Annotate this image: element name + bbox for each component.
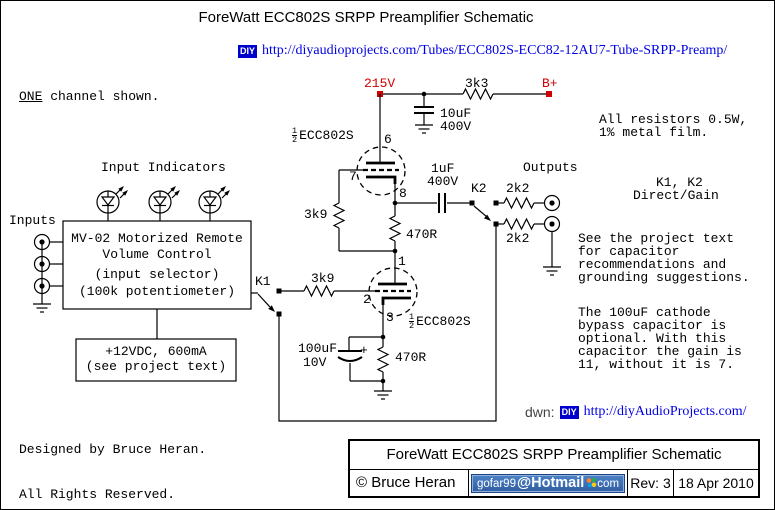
label-resistor-3k9-grid: 3k9 (311, 271, 335, 286)
label-switch-k2: K2 (471, 181, 487, 196)
label-cap-100uf-value: 100uF (298, 341, 338, 356)
label-note-gain-4: capacitor the gain is (578, 344, 742, 359)
label-resistor-2k2-lower: 2k2 (506, 231, 530, 246)
switch-k2-icon[interactable] (469, 200, 499, 227)
label-note-cap-4: grounding suggestions. (578, 270, 750, 285)
dwn-link-row: dwn: DIY http://diyAudioProjects.com/ (525, 404, 747, 420)
label-note-gain-1: The 100uF cathode (578, 305, 711, 320)
ground-icon (32, 303, 52, 313)
rca-output-jack-upper (543, 194, 561, 212)
label-note-resistors-2: 1% metal film. (599, 125, 709, 140)
label-note-gain-3: optional. With this (578, 331, 727, 346)
label-note-gain-5: 11, without it is 7. (578, 357, 735, 372)
direct-path-wire (278, 226, 497, 422)
label-cap-100uf-voltage: 10V (303, 355, 327, 370)
rca-output-jack-lower (543, 215, 561, 233)
grid-3k9-branch (281, 284, 375, 298)
project-url-link[interactable]: http://diyaudioprojects.com/Tubes/ECC802… (262, 43, 728, 58)
diy-badge-icon[interactable]: DIY (238, 44, 258, 58)
rail-node-bplus (546, 91, 552, 97)
output-network (498, 194, 562, 276)
ground-icon (414, 124, 434, 134)
page-title: ForeWatt ECC802S SRPP Preamplifier Schem… (198, 9, 534, 26)
copyright-cell: © Bruce Heran (356, 474, 456, 491)
resistor-3k9-grid-icon (303, 284, 335, 298)
label-pin-1: 1 (398, 254, 406, 269)
label-pin-7: 7 (349, 169, 357, 184)
label-note-cap-2: for capacitor (578, 244, 680, 259)
title-block-title: ForeWatt ECC802S SRPP Preamplifier Schem… (350, 441, 758, 470)
label-note-resistors-1: All resistors 0.5W, (599, 112, 748, 127)
label-pin-8: 8 (399, 186, 407, 201)
led-icon (148, 185, 181, 214)
resistor-3k9-srpp-icon (332, 202, 346, 229)
lower-cathode-branch (337, 305, 393, 400)
capacitor-10uf-icon (414, 94, 434, 134)
date-cell: 18 Apr 2010 (673, 470, 758, 497)
psu-box-text: +12VDC, 600mA (see project text) (85, 344, 227, 374)
label-note-k1k2-2: Direct/Gain (633, 188, 719, 203)
label-cap-10uf-voltage: 400V (440, 119, 472, 134)
label-note-cap-3: recommendations and (578, 257, 727, 272)
resistor-470r-upper-icon (388, 215, 402, 242)
resistor-2k2-lower-icon (503, 217, 535, 231)
label-note-gain-2: bypass capacitor is (578, 318, 727, 333)
label-resistor-470r-upper: 470R (406, 227, 438, 242)
label-voltage-215v: 215V (364, 76, 396, 91)
label-input-indicators: Input Indicators (101, 160, 226, 175)
label-resistor-470r-lower: 470R (395, 350, 427, 365)
volume-box-text: MV-02 Motorized Remote Volume Control (i… (71, 231, 243, 299)
one-channel-note: ONE channel shown. (19, 89, 160, 104)
ground-icon (373, 390, 393, 400)
resistor-470r-lower-icon (376, 346, 390, 373)
b-plus-rail (377, 87, 552, 163)
resistor-3k3-icon (462, 87, 494, 101)
hotmail-butterfly-icon (586, 478, 597, 488)
led-icon (96, 185, 129, 214)
resistor-2k2-upper-icon (503, 196, 535, 210)
diyaudioprojects-link[interactable]: http://diyAudioProjects.com/ (583, 404, 747, 419)
ground-icon (542, 266, 562, 276)
label-b-plus: B+ (542, 76, 558, 91)
label-cap-10uf-value: 10uF (440, 106, 472, 121)
credits: Designed by Bruce Heran. All Rights Rese… (19, 442, 207, 502)
tube-upper-icon (356, 146, 406, 196)
label-cap-100uf-plus: + (360, 343, 368, 358)
label-note-cap-1: See the project text (578, 231, 735, 246)
title-block: ForeWatt ECC802S SRPP Preamplifier Schem… (348, 439, 760, 498)
label-switch-k1: K1 (255, 274, 271, 289)
label-note-k1k2-1: K1, K2 (656, 175, 703, 190)
diy-badge-icon[interactable]: DIY (559, 405, 579, 419)
label-pin-3: 3 (386, 310, 394, 325)
input-jacks (32, 233, 63, 313)
revision-cell: Rev: 3 (627, 470, 673, 497)
switch-k1-icon[interactable] (251, 288, 282, 317)
label-pin-6: 6 (384, 132, 392, 147)
psu-box (75, 338, 237, 382)
led-icon (198, 185, 231, 214)
label-inputs: Inputs (9, 213, 56, 228)
tube-lower-icon (368, 267, 418, 317)
led-indicators (96, 185, 231, 221)
header-link-row: DIY http://diyaudioprojects.com/Tubes/EC… (238, 43, 727, 59)
label-cap-1uf-value: 1uF (431, 161, 455, 176)
label-resistor-3k9-srpp: 3k9 (304, 207, 328, 222)
label-cap-1uf-voltage: 400V (427, 174, 459, 189)
label-resistor-3k3: 3k3 (465, 76, 489, 91)
label-outputs: Outputs (523, 160, 578, 175)
label-pin-2: 2 (363, 292, 371, 307)
dwn-label: dwn: (525, 404, 555, 420)
resistor-3k9-srpp-branch (332, 169, 395, 252)
label-resistor-2k2-upper: 2k2 (506, 181, 530, 196)
